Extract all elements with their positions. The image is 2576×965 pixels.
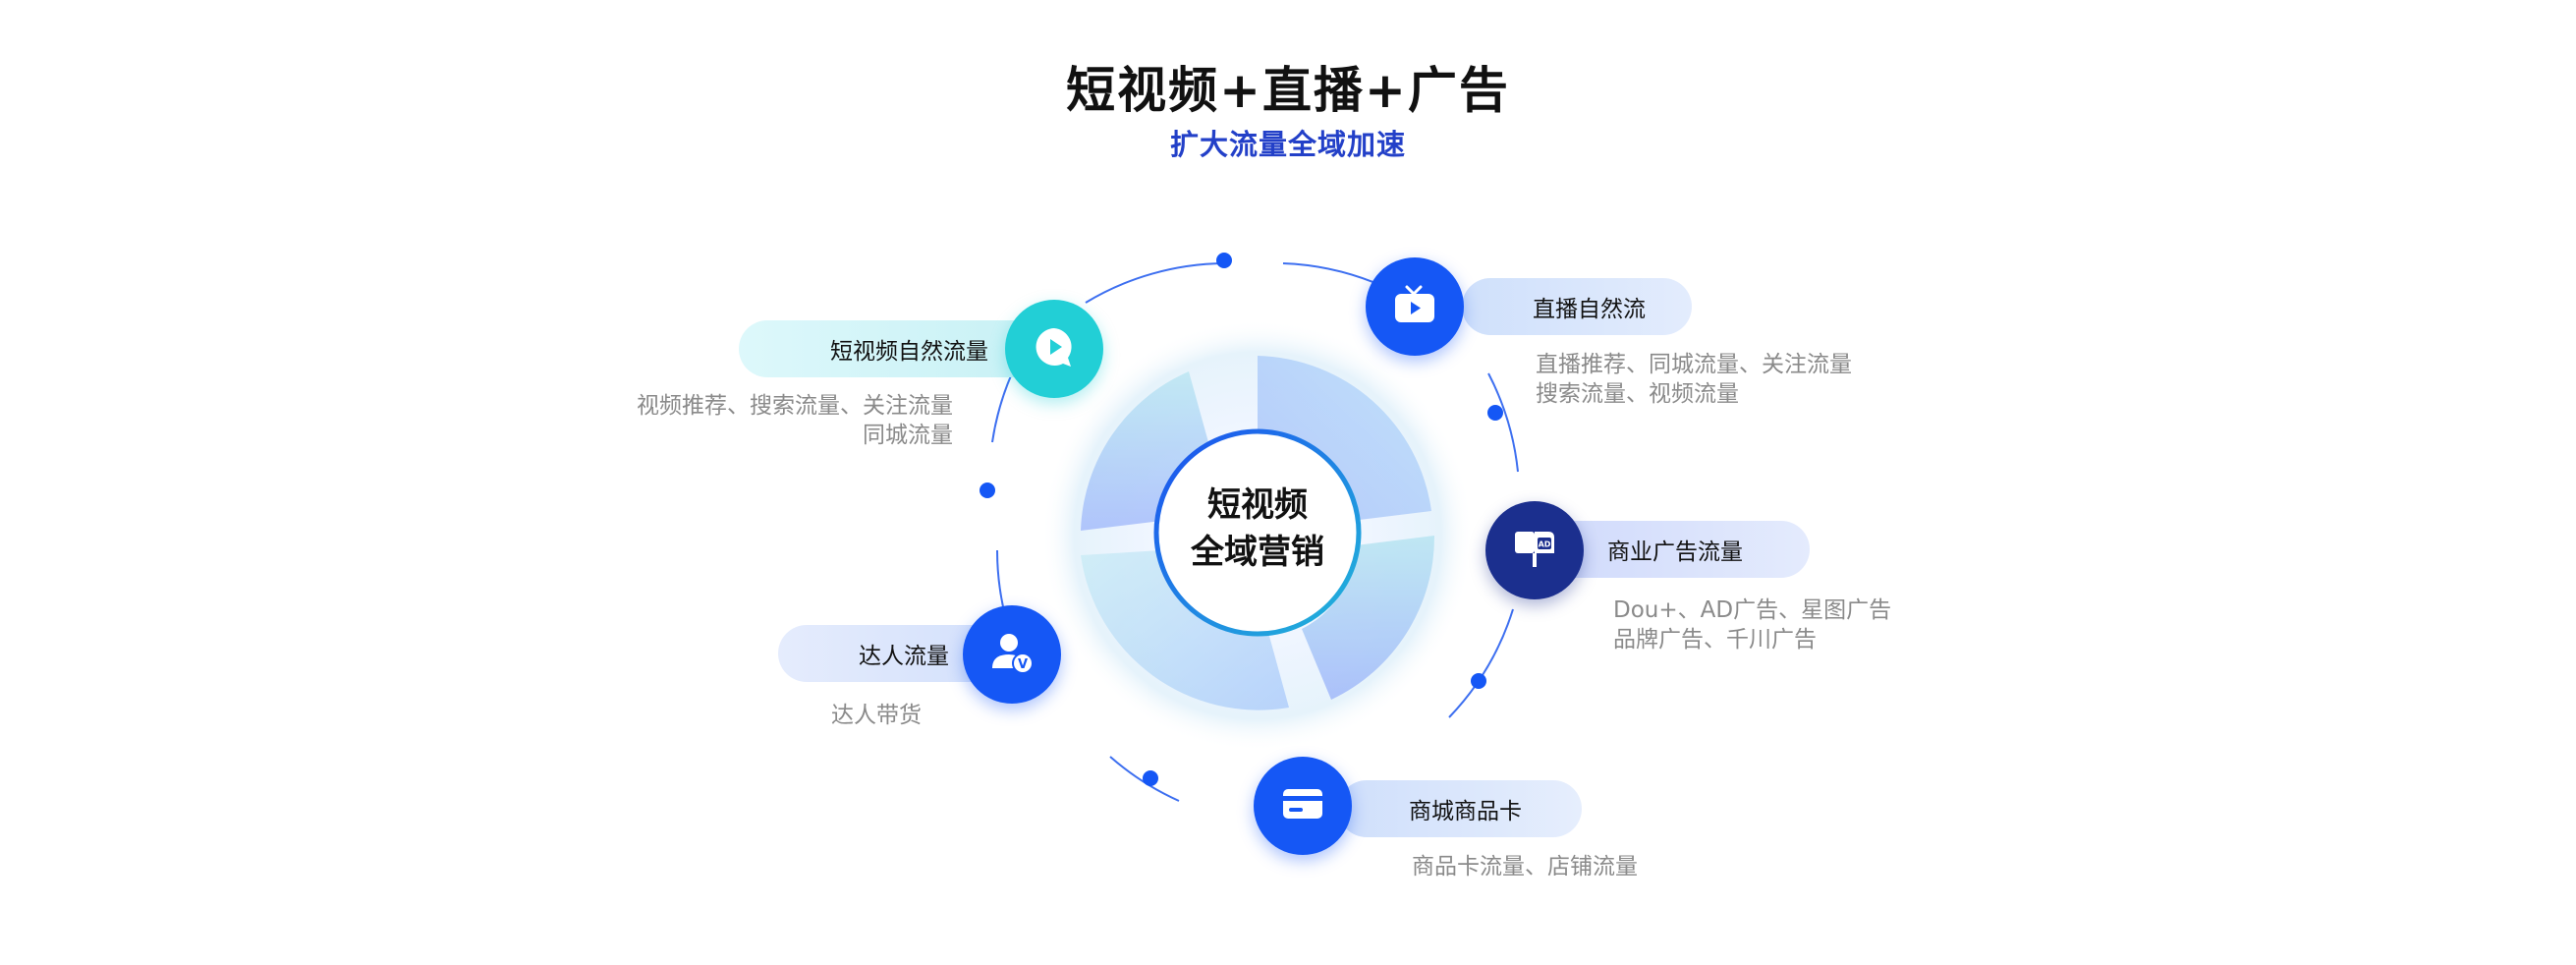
desc-line: 同城流量 bbox=[863, 423, 953, 448]
ad-badge-text: AD bbox=[1539, 540, 1551, 549]
card-icon bbox=[1280, 781, 1325, 830]
segment-top-right bbox=[1258, 356, 1431, 521]
ring-dot bbox=[980, 482, 995, 498]
segment-right bbox=[1302, 536, 1435, 700]
ring-dot bbox=[1216, 253, 1232, 268]
desc-line: 达人带货 bbox=[831, 703, 922, 728]
desc-line: 品牌广告、千川广告 bbox=[1613, 627, 1817, 653]
page-subtitle: 扩大流量全域加速 bbox=[1169, 128, 1406, 161]
verified-user-icon: V bbox=[988, 629, 1036, 680]
node-live bbox=[1366, 257, 1464, 356]
desc-line: 直播推荐、同城流量、关注流量 bbox=[1536, 352, 1852, 377]
verified-badge-text: V bbox=[1018, 657, 1028, 672]
outer-ring-dots bbox=[980, 253, 1503, 786]
chat-play-icon bbox=[1032, 324, 1077, 373]
desc-line: Dou+、AD广告、星图广告 bbox=[1613, 597, 1892, 623]
desc-ad: Dou+、AD广告、星图广告 品牌广告、千川广告 bbox=[1613, 596, 2006, 654]
desc-line: 商品卡流量、店铺流量 bbox=[1412, 854, 1638, 880]
desc-line: 视频推荐、搜索流量、关注流量 bbox=[637, 393, 953, 419]
node-short-video bbox=[1005, 300, 1103, 398]
center-circle bbox=[1153, 428, 1362, 637]
ad-billboard-icon: AD bbox=[1509, 523, 1560, 578]
node-influencer: V bbox=[963, 605, 1061, 704]
desc-line: 搜索流量、视频流量 bbox=[1536, 381, 1739, 407]
outer-ring bbox=[991, 262, 1519, 802]
pill-short-video-natural: 短视频自然流量 bbox=[739, 320, 1043, 377]
segment-left bbox=[1081, 371, 1208, 531]
pill-label: 短视频自然流量 bbox=[830, 339, 988, 365]
center-line1: 短视频 bbox=[1207, 485, 1308, 525]
ring-dot bbox=[1143, 770, 1158, 786]
node-mall-card bbox=[1254, 757, 1352, 855]
node-ad: AD bbox=[1485, 501, 1584, 599]
pill-label: 商业广告流量 bbox=[1607, 539, 1743, 565]
desc-live: 直播推荐、同城流量、关注流量 搜索流量、视频流量 bbox=[1536, 350, 1948, 409]
desc-influencer: 达人带货 bbox=[831, 701, 1028, 730]
center-line2: 全域营销 bbox=[1191, 533, 1324, 572]
inner-segment-ring bbox=[1081, 356, 1435, 710]
page-title: 短视频+直播+广告 bbox=[1066, 62, 1510, 119]
desc-mall-card: 商品卡流量、店铺流量 bbox=[1412, 852, 1746, 881]
pill-label: 达人流量 bbox=[859, 644, 949, 669]
pill-mall-card: 商城商品卡 bbox=[1338, 780, 1582, 837]
tv-play-icon bbox=[1392, 282, 1437, 331]
center-label: 短视频 全域营销 bbox=[1159, 482, 1356, 576]
ring-dot bbox=[1471, 673, 1486, 689]
ring-dot bbox=[1487, 405, 1503, 421]
segment-bottom-left bbox=[1081, 550, 1289, 710]
pill-live-natural: 直播自然流 bbox=[1462, 278, 1692, 335]
pill-label: 直播自然流 bbox=[1533, 297, 1646, 322]
pill-label: 商城商品卡 bbox=[1409, 799, 1522, 824]
desc-short-video: 视频推荐、搜索流量、关注流量 同城流量 bbox=[550, 391, 953, 450]
